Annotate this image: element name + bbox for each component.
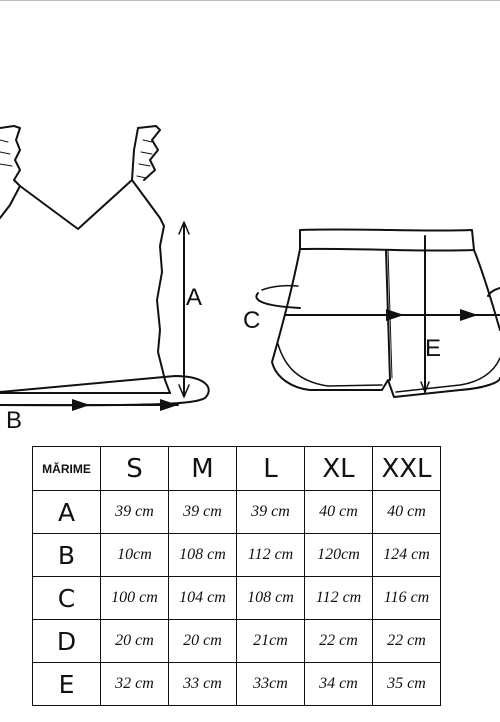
table-cell: 10cm: [100, 533, 169, 578]
row-label-c: C: [32, 576, 101, 621]
table-cell: 108 cm: [168, 533, 237, 578]
size-header-corner: MĂRIME: [32, 445, 101, 492]
label-b: B: [6, 407, 23, 434]
table-cell: 33cm: [236, 662, 305, 706]
table-cell: 35 cm: [372, 662, 441, 706]
table-cell: 112 cm: [236, 533, 305, 578]
table-cell: 40 cm: [372, 490, 441, 535]
table-cell: 108 cm: [236, 576, 305, 621]
table-cell: 39 cm: [100, 490, 169, 535]
size-header-m: M: [168, 445, 237, 492]
camisole-top-outline: [0, 125, 171, 394]
table-row: C 100 cm 104 cm 108 cm 112 cm 116 cm: [32, 576, 441, 621]
table-cell: 124 cm: [372, 533, 441, 578]
table-cell: 39 cm: [236, 490, 305, 535]
measure-c-arrow: [255, 284, 500, 321]
label-a: A: [186, 284, 203, 311]
measure-a-arrow: [178, 221, 190, 398]
top-border-line: [0, 0, 500, 1]
table-row: B 10cm 108 cm 112 cm 120cm 124 cm: [32, 533, 441, 578]
table-cell: 112 cm: [304, 576, 373, 621]
size-header-xxl: XXL: [372, 445, 441, 492]
garment-sketch: [0, 125, 500, 411]
table-cell: 32 cm: [100, 662, 169, 706]
table-cell: 33 cm: [168, 662, 237, 706]
table-cell: 21cm: [236, 619, 305, 664]
measure-e-arrow: [420, 235, 430, 393]
table-cell: 20 cm: [168, 619, 237, 664]
label-e: E: [425, 335, 442, 362]
table-cell: 116 cm: [372, 576, 441, 621]
table-cell: 22 cm: [372, 619, 441, 664]
table-cell: 34 cm: [304, 662, 373, 706]
table-row: E 32 cm 33 cm 33cm 34 cm 35 cm: [32, 662, 441, 706]
row-label-d: D: [32, 619, 101, 664]
row-label-e: E: [32, 662, 101, 706]
row-label-a: A: [32, 490, 101, 535]
table-cell: 22 cm: [304, 619, 373, 664]
label-c: C: [243, 307, 261, 334]
measure-b-arrow: [0, 375, 210, 411]
size-header-l: L: [236, 445, 305, 492]
table-row: D 20 cm 20 cm 21cm 22 cm 22 cm: [32, 619, 441, 664]
table-cell: 120cm: [304, 533, 373, 578]
size-header-s: S: [100, 445, 169, 492]
table-cell: 104 cm: [168, 576, 237, 621]
table-cell: 20 cm: [100, 619, 169, 664]
table-cell: 40 cm: [304, 490, 373, 535]
table-cell: 39 cm: [168, 490, 237, 535]
size-chart-table: MĂRIME S M L XL XXL A 39 cm 39 cm 39 cm …: [32, 445, 441, 706]
table-row: A 39 cm 39 cm 39 cm 40 cm 40 cm: [32, 490, 441, 535]
row-label-b: B: [32, 533, 101, 578]
table-cell: 100 cm: [100, 576, 169, 621]
size-header-row: MĂRIME S M L XL XXL: [32, 445, 441, 492]
size-header-xl: XL: [304, 445, 373, 492]
